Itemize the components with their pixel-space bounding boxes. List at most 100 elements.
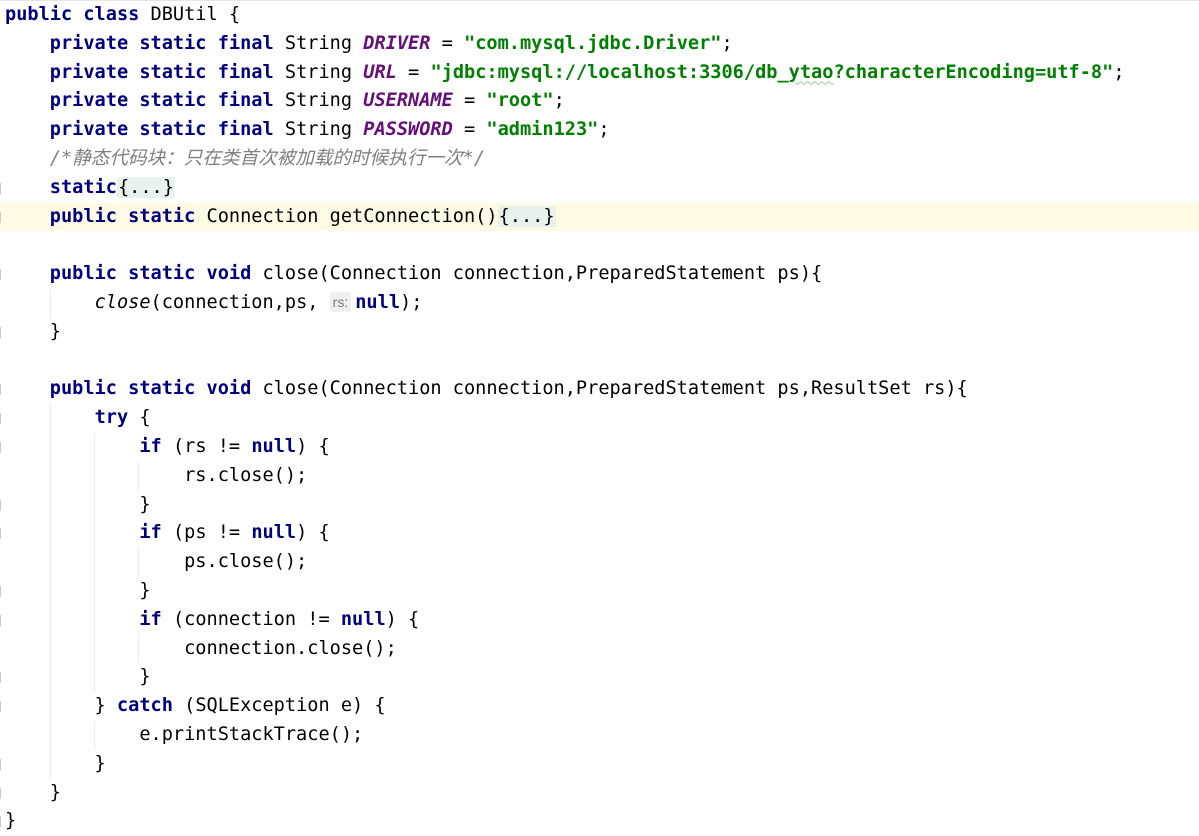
code-token: (SQLException e) { xyxy=(184,695,386,717)
code-text: try { xyxy=(5,404,151,433)
code-line[interactable] xyxy=(0,347,1199,376)
fold-marker-icon[interactable] xyxy=(0,614,4,626)
code-text: ps.close(); xyxy=(5,548,307,577)
code-line[interactable]: } xyxy=(0,577,1199,606)
fold-marker-icon[interactable] xyxy=(0,182,4,194)
editor-top-border xyxy=(0,0,1199,1)
code-line[interactable]: close(connection,ps, rs:null); xyxy=(0,289,1199,318)
code-text: if (ps != null) { xyxy=(5,519,329,548)
code-text: } xyxy=(5,577,151,606)
code-line[interactable]: if (ps != null) { xyxy=(0,519,1199,548)
code-token: } xyxy=(5,666,151,688)
indent-guide xyxy=(138,548,139,577)
indent-guide xyxy=(94,721,95,750)
code-token: String xyxy=(284,119,364,141)
code-token xyxy=(5,206,50,227)
code-line[interactable]: private static final String URL = "jdbc:… xyxy=(0,59,1199,88)
code-token: if xyxy=(139,608,173,630)
code-token: rs.close(); xyxy=(5,464,308,486)
fold-marker-icon[interactable] xyxy=(0,384,4,396)
code-line[interactable]: } xyxy=(0,807,1199,836)
fold-marker-icon[interactable] xyxy=(0,442,4,453)
indent-guide xyxy=(94,433,95,693)
code-token: connection.close(); xyxy=(5,637,397,659)
code-line[interactable]: } xyxy=(0,318,1199,347)
code-text: e.printStackTrace(); xyxy=(5,721,363,750)
indent-guide xyxy=(50,404,51,779)
code-token: private static final xyxy=(49,32,285,54)
code-token xyxy=(5,62,50,83)
code-token: = xyxy=(396,61,431,83)
code-token: public static void xyxy=(49,263,263,285)
code-token: public static void xyxy=(49,378,263,400)
code-line[interactable]: } catch (SQLException e) { xyxy=(0,692,1199,721)
fold-marker-icon[interactable] xyxy=(0,787,4,799)
code-text: } xyxy=(5,663,151,692)
code-token: ); xyxy=(400,292,423,313)
code-line[interactable]: connection.close(); xyxy=(0,635,1199,664)
code-token: public class xyxy=(5,4,151,25)
code-line[interactable]: } xyxy=(0,663,1199,692)
code-line[interactable]: if (connection != null) { xyxy=(0,606,1199,635)
code-line[interactable]: private static final String DRIVER = "co… xyxy=(0,30,1199,59)
code-text: close(connection,ps, rs:null); xyxy=(5,289,422,318)
code-token xyxy=(5,119,50,140)
fold-marker-icon[interactable] xyxy=(0,816,4,828)
code-token: (rs != xyxy=(172,436,252,457)
code-token: = xyxy=(452,90,487,112)
code-line[interactable]: /*静态代码块：只在类首次被加载的时候执行一次*/ xyxy=(0,145,1199,174)
code-token: String xyxy=(284,61,364,83)
code-text: private static final String URL = "jdbc:… xyxy=(5,59,1125,88)
code-token: } xyxy=(5,580,151,601)
code-token: null xyxy=(355,292,401,313)
fold-marker-icon[interactable] xyxy=(0,211,4,223)
code-line[interactable]: } xyxy=(0,779,1199,808)
code-text: public static Connection getConnection()… xyxy=(5,203,556,232)
code-token: ; xyxy=(598,119,610,141)
code-token: = xyxy=(430,32,465,54)
code-line[interactable]: private static final String PASSWORD = "… xyxy=(0,116,1199,145)
fold-marker-icon[interactable] xyxy=(0,499,4,511)
code-line[interactable]: e.printStackTrace(); xyxy=(0,721,1199,750)
code-line[interactable]: public class DBUtil { xyxy=(0,1,1199,30)
code-line[interactable]: public static Connection getConnection()… xyxy=(0,202,1199,232)
code-line[interactable]: if (rs != null) { xyxy=(0,433,1199,462)
fold-marker-icon[interactable] xyxy=(0,269,4,281)
code-token xyxy=(5,407,95,428)
code-line[interactable]: try { xyxy=(0,404,1199,433)
code-line[interactable] xyxy=(0,231,1199,260)
code-token xyxy=(5,263,50,284)
fold-marker-icon[interactable] xyxy=(0,701,4,713)
code-token xyxy=(5,90,50,111)
code-line[interactable]: public static void close(Connection conn… xyxy=(0,260,1199,289)
fold-marker-icon[interactable] xyxy=(0,528,4,540)
code-line[interactable]: ps.close(); xyxy=(0,548,1199,577)
code-token: ps.close(); xyxy=(5,551,308,573)
code-token: "admin123" xyxy=(486,119,599,141)
code-token: public static xyxy=(49,205,207,227)
fold-marker-icon[interactable] xyxy=(0,672,4,684)
code-line[interactable]: public static void close(Connection conn… xyxy=(0,375,1199,404)
fold-marker-icon[interactable] xyxy=(0,758,4,770)
code-token: null xyxy=(340,608,386,630)
code-text: } xyxy=(5,318,61,347)
code-token: DRIVER xyxy=(363,32,431,54)
code-line[interactable]: } xyxy=(0,491,1199,520)
code-line[interactable]: rs.close(); xyxy=(0,462,1199,491)
code-token: private static final xyxy=(49,119,285,141)
folded-code-block[interactable]: {...} xyxy=(497,205,556,227)
fold-marker-icon[interactable] xyxy=(0,326,4,338)
code-token: close(Connection connection,PreparedStat… xyxy=(262,263,823,285)
folded-code-block[interactable]: {...} xyxy=(116,176,175,198)
code-token: DBUtil { xyxy=(150,4,241,25)
code-token xyxy=(5,436,139,457)
fold-marker-icon[interactable] xyxy=(0,413,4,425)
code-token: } xyxy=(5,493,151,515)
code-token: try xyxy=(94,407,140,429)
code-line[interactable]: static{...} xyxy=(0,174,1199,203)
code-token: null xyxy=(251,522,297,544)
code-line[interactable]: private static final String USERNAME = "… xyxy=(0,87,1199,116)
fold-marker-icon[interactable] xyxy=(0,586,4,597)
code-line[interactable]: } xyxy=(0,750,1199,779)
